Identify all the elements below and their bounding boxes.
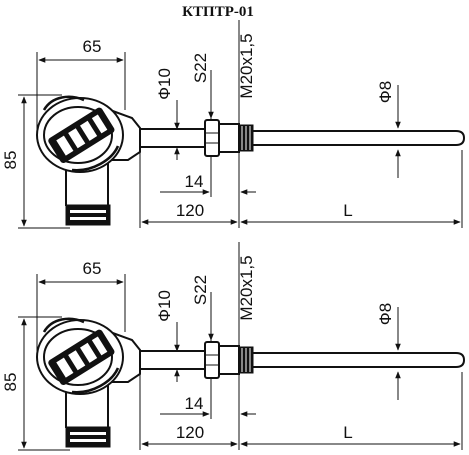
dim-offset-120: 120: [176, 423, 204, 442]
dim-thread: M20x1,5: [237, 255, 256, 320]
drawing-title: КТПТР-01: [182, 4, 254, 20]
dim-offset-14: 14: [185, 394, 204, 413]
head-neck: [65, 160, 111, 226]
tube-d10: [140, 350, 205, 370]
connection-head: [36, 317, 124, 395]
dim-diameter-10: Ф10: [155, 290, 174, 322]
dim-diameter-8: Ф8: [376, 303, 395, 325]
dim-length-l: L: [343, 201, 352, 220]
dim-diameter-8: Ф8: [376, 81, 395, 103]
thread-m20: [238, 124, 254, 152]
nut-s22: [204, 341, 220, 379]
dim-length-l: L: [343, 423, 352, 442]
dim-head-height: 85: [1, 151, 20, 170]
dim-head-width: 65: [83, 259, 102, 278]
probe-d8: [253, 130, 466, 146]
tube-d10: [140, 128, 205, 148]
dim-nut-s22: S22: [191, 53, 210, 83]
thread-m20: [238, 346, 254, 374]
dim-offset-120: 120: [176, 201, 204, 220]
sensor-view-top: 65 85 Ф10 S22 M20x1,5 Ф8 14 120 L: [1, 20, 466, 229]
dim-head-height: 85: [1, 373, 20, 392]
sensor-view-bottom: 65 85 Ф10 S22 M20x1,5 Ф8 14 120 L: [1, 242, 466, 451]
dim-diameter-10: Ф10: [155, 68, 174, 100]
probe-d8: [253, 352, 466, 368]
dim-nut-s22: S22: [191, 275, 210, 305]
dim-head-width: 65: [83, 37, 102, 56]
head-neck: [65, 382, 111, 448]
nut-s22: [204, 119, 220, 157]
dim-offset-14: 14: [185, 172, 204, 191]
dim-thread: M20x1,5: [237, 33, 256, 98]
connection-head: [36, 95, 124, 173]
